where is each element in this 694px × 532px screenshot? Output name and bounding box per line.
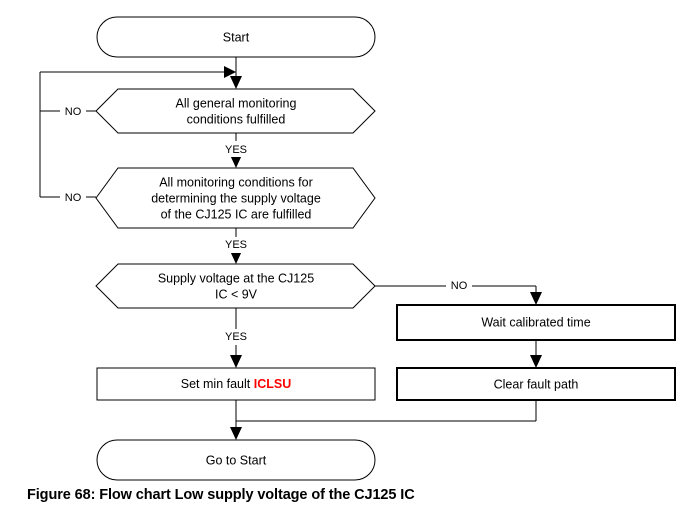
edge-label-decision2-no: NO <box>65 192 82 204</box>
edge-label-mask-d2-no <box>60 189 86 205</box>
node-wait-label: Wait calibrated time <box>481 315 590 329</box>
arrowhead-into-decision2 <box>230 155 242 168</box>
node-decision1-label-line1: All general monitoring <box>176 96 297 110</box>
node-decision2-label-line3: of the CJ125 IC are fulfilled <box>161 207 312 221</box>
node-decision-general-monitoring[interactable]: All general monitoring conditions fulfil… <box>95 88 376 134</box>
node-start-shape <box>96 16 376 58</box>
edge-label-decision3-no: NO <box>451 280 468 292</box>
node-decision-supply-voltage-conditions[interactable]: All monitoring conditions for determinin… <box>95 167 376 229</box>
edge-label-mask-d1-no <box>60 103 86 119</box>
node-decision2-label-line2: determining the supply voltage <box>151 191 321 205</box>
node-set-fault-shape <box>96 367 376 401</box>
node-clear-fault-shape <box>396 367 676 401</box>
arrowhead-into-clear-fault <box>530 355 542 368</box>
node-set-min-fault[interactable]: Set min fault ICLSU <box>96 367 376 401</box>
edge-label-decision1-no: NO <box>65 106 82 118</box>
edge-label-mask-d1-yes <box>219 141 253 157</box>
node-set-fault-prefix: Set min fault <box>181 377 254 391</box>
arrowhead-feedback-into-decision1 <box>224 66 236 78</box>
node-decision-supply-voltage-below-9v[interactable]: Supply voltage at the CJ125 IC < 9V <box>95 263 376 309</box>
node-set-fault-label: Set min fault ICLSU <box>181 377 291 391</box>
node-decision1-label-line2: conditions fulfilled <box>187 112 286 126</box>
arrowhead-into-decision1 <box>230 76 242 89</box>
node-go-to-start[interactable]: Go to Start <box>96 439 376 481</box>
arrowhead-into-go-to-start <box>230 427 242 440</box>
figure-caption: Figure 68: Flow chart Low supply voltage… <box>27 487 415 503</box>
edge-label-mask-d3-yes <box>219 329 253 345</box>
edge-label-mask-d2-yes <box>219 237 253 253</box>
node-go-to-start-shape <box>96 439 376 481</box>
node-decision3-label-line2: IC < 9V <box>215 287 258 301</box>
node-clear-fault-path[interactable]: Clear fault path <box>396 367 676 401</box>
node-set-fault-code: ICLSU <box>254 377 292 391</box>
arrowhead-into-set-fault <box>230 355 242 368</box>
node-decision3-label-line1: Supply voltage at the CJ125 <box>158 271 314 285</box>
arrowhead-into-wait <box>530 292 542 305</box>
node-wait-calibrated-time[interactable]: Wait calibrated time <box>396 304 676 341</box>
node-decision2-label-line1: All monitoring conditions for <box>159 175 313 189</box>
node-go-to-start-label: Go to Start <box>206 453 267 467</box>
edge-label-decision2-yes: YES <box>225 239 247 251</box>
node-start-label: Start <box>223 30 250 44</box>
edge-label-decision1-yes: YES <box>225 144 247 156</box>
node-start[interactable]: Start <box>96 16 376 58</box>
node-decision3-shape <box>95 263 376 309</box>
node-wait-shape <box>396 304 676 341</box>
arrowhead-into-decision3 <box>230 251 242 264</box>
node-decision2-shape <box>95 167 376 229</box>
node-clear-fault-label: Clear fault path <box>494 377 579 391</box>
node-decision1-shape <box>95 88 376 134</box>
edge-label-mask-d3-no <box>446 278 472 294</box>
edge-label-decision3-yes: YES <box>225 331 247 343</box>
